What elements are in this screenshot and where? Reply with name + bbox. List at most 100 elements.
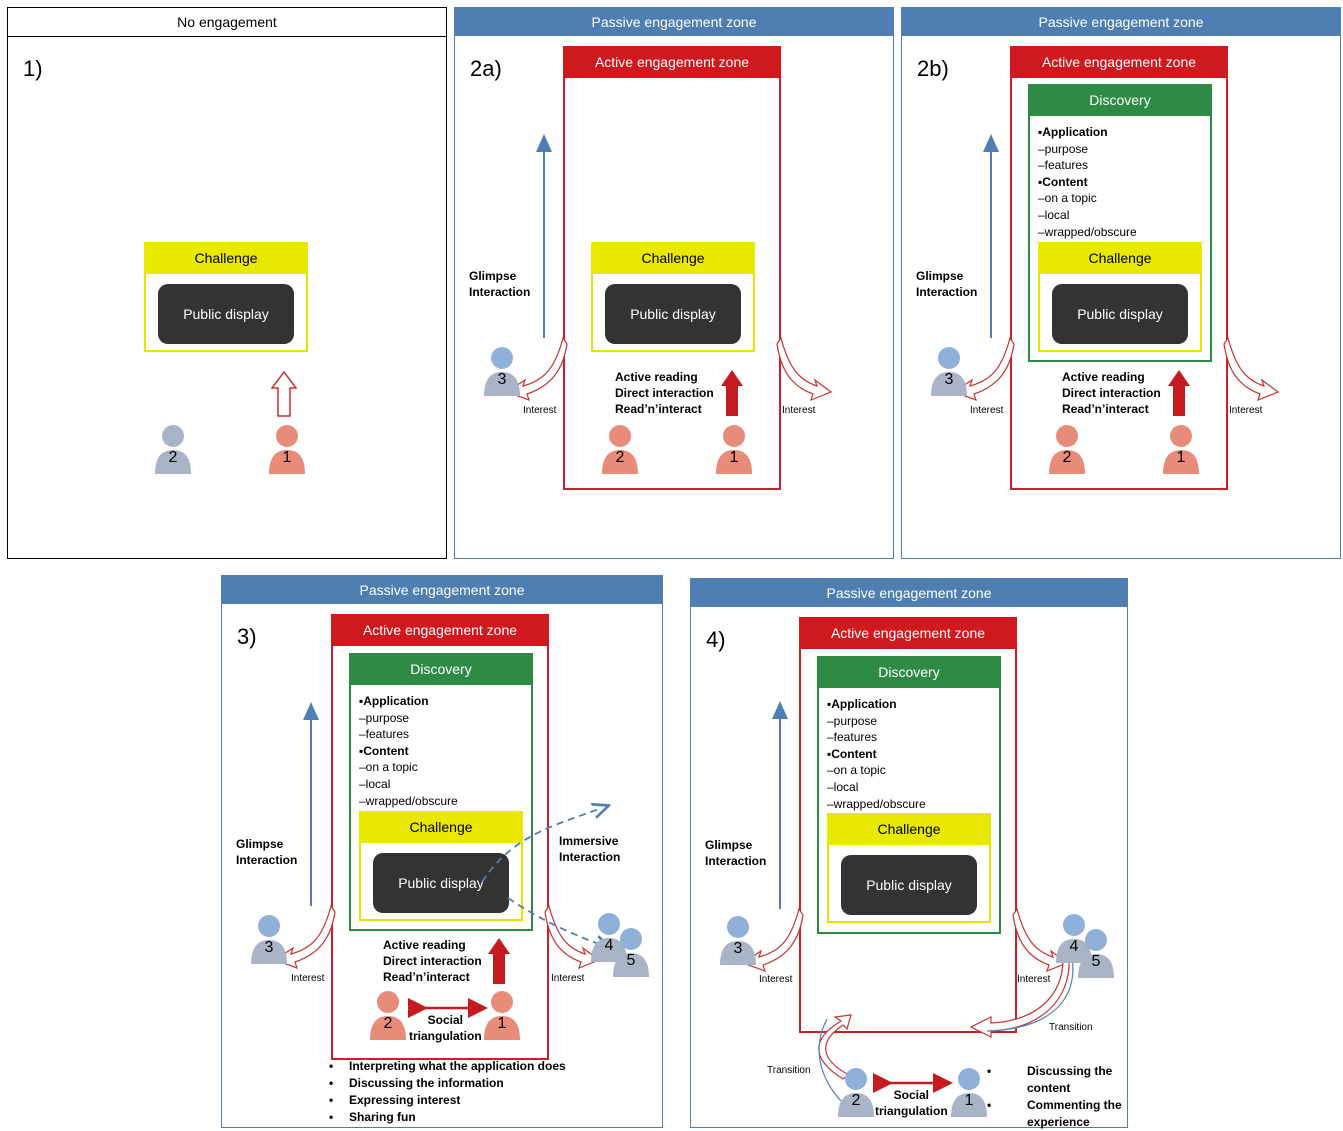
panel-number: 4) [706, 627, 726, 652]
interest-label: Interest [1229, 405, 1263, 416]
transition-label: Transition [767, 1065, 811, 1076]
person-icon: 5 [609, 925, 653, 977]
panel-header: No engagement [8, 8, 446, 37]
panel-number: 3) [237, 624, 257, 649]
interest-label: Interest [551, 973, 585, 984]
person-icon: 1 [712, 422, 756, 474]
arrow-icon [273, 702, 664, 1018]
person-number: 2 [383, 1015, 393, 1032]
public-display: Public display [373, 853, 509, 913]
transition-label: Transition [1049, 1022, 1093, 1033]
person-icon: 1 [265, 422, 309, 474]
interest-label: Interest [759, 974, 793, 985]
disc-item: –on a topic [827, 763, 886, 778]
disc-application: ▪Application [1038, 125, 1108, 139]
activity-item: Discussing the information [329, 1075, 566, 1092]
person-icon: 1 [1159, 422, 1203, 474]
glimpse-label: Glimpse Interaction [916, 269, 978, 299]
public-display: Public display [841, 855, 977, 915]
arrow-icon [741, 701, 1074, 1102]
person-number: 1 [282, 449, 292, 466]
active-zone-header: Active engagement zone [1010, 46, 1228, 78]
challenge-box: Challenge Public display [827, 813, 991, 923]
activity-item: Commenting the experience [1007, 1097, 1125, 1131]
person-icon: 3 [247, 912, 291, 964]
disc-item: –local [827, 779, 859, 794]
active-zone-header: Active engagement zone [799, 617, 1017, 649]
reading-label: Active reading Direct interaction Read’n… [615, 370, 714, 416]
person-number: 4 [604, 937, 614, 954]
disc-item: –features [359, 727, 410, 742]
disc-content: ▪Content [827, 746, 877, 761]
person-number: 4 [1069, 938, 1079, 955]
person-number: 2 [168, 449, 178, 466]
arrow-icon [270, 370, 298, 417]
person-icon: 5 [1074, 926, 1118, 978]
panel-header: Passive engagement zone [902, 8, 1340, 36]
discovery-header: Discovery [1028, 84, 1212, 116]
disc-item: –local [1038, 207, 1070, 222]
active-engagement-zone: Active engagement zone [799, 617, 1017, 1033]
person-icon: 2 [598, 422, 642, 474]
public-display: Public display [1052, 284, 1188, 344]
disc-item: –features [1038, 158, 1089, 173]
person-icon: 2 [1045, 422, 1089, 474]
interest-label: Interest [970, 405, 1004, 416]
activity-list: Discussing the content Commenting the ex… [1007, 1063, 1125, 1131]
person-number: 2 [1062, 449, 1072, 466]
disc-item: –local [359, 776, 391, 791]
challenge-box: Challenge Public display [1038, 242, 1202, 352]
disc-item: –features [827, 730, 878, 745]
person-icon: 1 [947, 1065, 991, 1117]
person-icon: 2 [366, 988, 410, 1040]
disc-application: ▪Application [359, 694, 429, 708]
person-icon: 3 [480, 344, 524, 396]
person-number: 3 [264, 939, 274, 956]
challenge-header: Challenge [144, 242, 308, 274]
person-number: 1 [497, 1015, 507, 1032]
arrow-icon [952, 134, 1280, 416]
disc-content: ▪Content [359, 743, 409, 758]
person-icon: 4 [587, 910, 631, 962]
person-number: 5 [626, 952, 636, 969]
active-zone-header: Active engagement zone [563, 46, 781, 78]
person-number: 3 [733, 940, 743, 957]
panel-2b: Passive engagement zone 2b) Active engag… [901, 7, 1341, 559]
disc-item: –wrapped/obscure [1038, 224, 1137, 239]
person-icon: 2 [151, 422, 195, 474]
activity-item: Interpreting what the application does [329, 1058, 566, 1075]
interest-label: Interest [291, 973, 325, 984]
immersive-label: Immersive Interaction [559, 834, 621, 864]
person-icon: 1 [480, 988, 524, 1040]
glimpse-label: Glimpse Interaction [236, 837, 298, 867]
panel-3: Passive engagement zone 3) Active engage… [221, 575, 663, 1128]
challenge-box: Challenge Public display [144, 242, 308, 352]
glimpse-label: Glimpse Interaction [469, 269, 531, 299]
person-icon: 2 [834, 1065, 878, 1117]
panel-4: Passive engagement zone 4) Active engage… [690, 578, 1128, 1131]
person-number: 1 [1176, 449, 1186, 466]
reading-label: Active reading Direct interaction Read’n… [1062, 370, 1161, 416]
person-number: 3 [497, 371, 507, 388]
disc-item: –purpose [827, 713, 878, 728]
activity-item: Expressing interest [329, 1092, 566, 1109]
person-number: 1 [729, 449, 739, 466]
public-display: Public display [158, 284, 294, 344]
active-zone-header: Active engagement zone [331, 614, 549, 646]
challenge-box: Challenge Public display [591, 242, 755, 352]
discovery-header: Discovery [349, 653, 533, 685]
panel-number: 2b) [917, 56, 949, 81]
panel-header: Passive engagement zone [691, 579, 1127, 607]
discovery-list: ▪Application –purpose –features ▪Content… [827, 696, 926, 812]
active-engagement-zone: Active engagement zone [1010, 46, 1228, 490]
active-engagement-zone: Active engagement zone [331, 614, 549, 1060]
disc-item: –on a topic [1038, 191, 1097, 206]
person-number: 3 [944, 371, 954, 388]
active-engagement-zone: Active engagement zone [563, 46, 781, 490]
person-number: 5 [1091, 953, 1101, 970]
activity-item: Discussing the content [1007, 1063, 1125, 1097]
disc-item: –wrapped/obscure [827, 796, 926, 811]
discovery-list: ▪Application –purpose –features ▪Content… [359, 693, 458, 809]
public-display: Public display [605, 284, 741, 344]
disc-content: ▪Content [1038, 174, 1088, 189]
